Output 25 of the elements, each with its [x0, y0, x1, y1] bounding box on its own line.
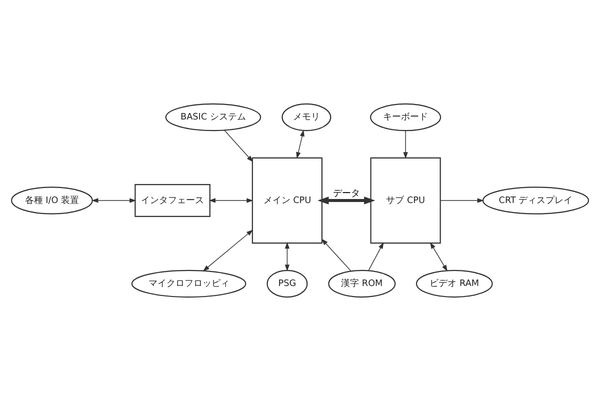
node-ellipse: BASIC システム — [165, 102, 262, 131]
node-box: インタフェース — [134, 184, 210, 216]
arrow — [284, 241, 290, 271]
node-ellipse: マイクロフロッピィ — [131, 269, 246, 298]
node-ellipse: CRT ディスプレイ — [482, 186, 590, 214]
arrow — [368, 242, 384, 270]
node-ellipse: ビデオ RAM — [416, 269, 493, 298]
arrow — [224, 130, 254, 162]
node-ellipse: 各種 I/O 装置 — [11, 186, 93, 214]
node-ellipse: PSG — [266, 269, 308, 298]
arrow — [440, 198, 484, 202]
arrow — [92, 198, 136, 202]
node-ellipse: メモリ — [282, 102, 332, 131]
arrow — [430, 242, 448, 272]
node-ellipse: 漢字 ROM — [328, 269, 396, 298]
arrow — [202, 229, 254, 271]
node-box: サブ CPU — [370, 156, 441, 244]
arrow — [208, 198, 254, 202]
node-ellipse: キーボード — [370, 102, 442, 131]
arrow — [318, 196, 376, 204]
edge-label: データ — [332, 188, 360, 198]
arrow — [296, 129, 304, 158]
arrow — [403, 130, 408, 158]
arrow — [321, 238, 352, 271]
node-box: メイン CPU — [252, 156, 323, 244]
